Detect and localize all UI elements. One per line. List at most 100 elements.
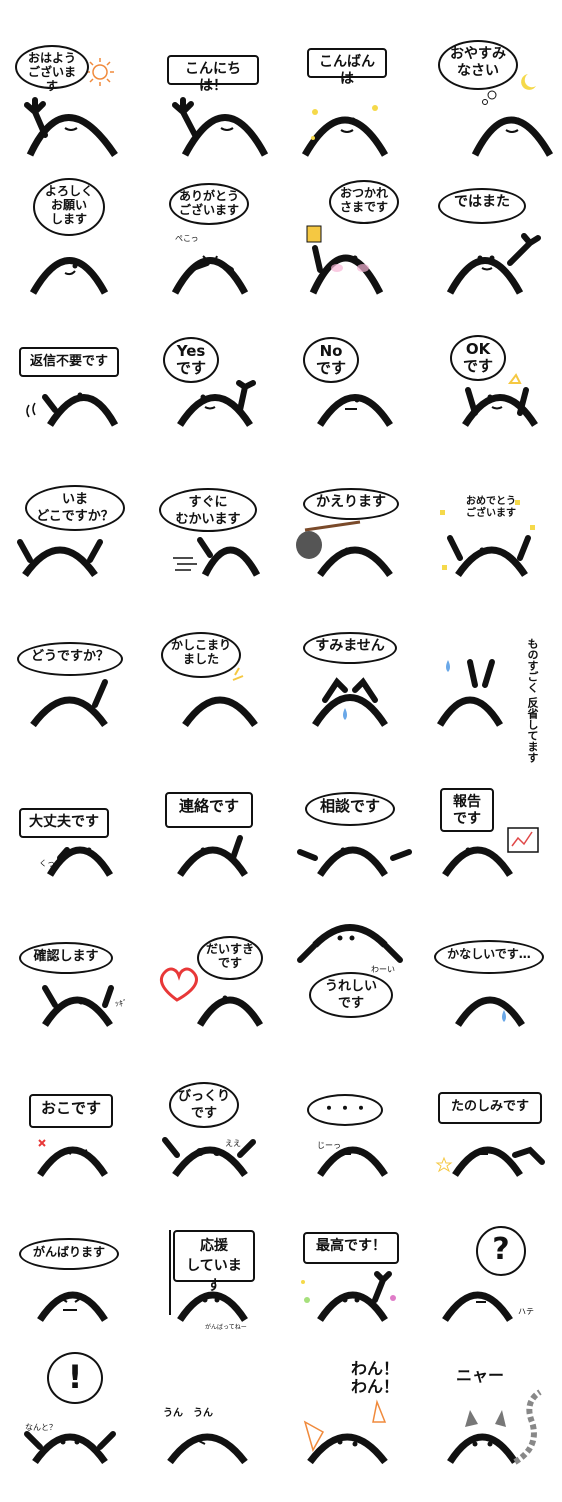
- speech-bubble: 大丈夫です: [19, 808, 109, 838]
- speech-bubble: たのしみです: [438, 1092, 542, 1124]
- cat-ear-icon: [495, 1410, 506, 1427]
- speech-text: わん！ わん！: [350, 1359, 399, 1396]
- character-figure: [171, 255, 249, 295]
- sticker-no-reply[interactable]: 返信不要です: [5, 325, 145, 475]
- sticker-looking-forward[interactable]: たのしみです: [420, 1070, 560, 1220]
- sticker-sorry[interactable]: すみません: [285, 620, 425, 770]
- sound-effect: なんと？: [25, 1423, 57, 1432]
- sticker-confirm[interactable]: 確認します ｯｷﾞ: [5, 920, 145, 1070]
- sticker-cheering[interactable]: 応援 しています がんばってねー: [145, 1210, 285, 1360]
- heart-icon: [160, 967, 198, 1002]
- character-figure: [173, 537, 261, 577]
- speech-bubble: おやすみ なさい: [438, 40, 518, 90]
- sticker-going-home[interactable]: かえります: [285, 470, 425, 620]
- sticker-good-morning[interactable]: おはよう ございます: [5, 40, 145, 190]
- sound-effect: わーい: [371, 965, 395, 974]
- sticker-hello[interactable]: こんにちは！: [145, 40, 285, 190]
- speech-bubble: No です: [303, 337, 359, 383]
- sticker-exclamation[interactable]: ! なんと？: [5, 1352, 145, 1502]
- character-figure: [455, 996, 525, 1027]
- character-figure: [37, 1291, 108, 1322]
- character-figure: [29, 257, 109, 295]
- character-figure: [162, 1137, 256, 1178]
- character-figure: [24, 58, 118, 157]
- character-figure: [24, 1431, 116, 1465]
- sticker-deeply-sorry[interactable]: ものすごく 反省してます: [420, 620, 560, 770]
- character-figure: [462, 373, 538, 427]
- speech-bubble: よろしく お願い します: [33, 178, 105, 236]
- speech-bubble: OK です: [450, 335, 506, 381]
- sun-icon: [86, 58, 114, 86]
- sticker-good-night[interactable]: おやすみ なさい: [420, 40, 560, 190]
- sticker-regards[interactable]: よろしく お願い します: [5, 178, 145, 328]
- sticker-where-are-you[interactable]: いま どこですか？: [5, 470, 145, 620]
- sticker-love[interactable]: だいすき です: [145, 920, 285, 1070]
- sticker-see-you[interactable]: ではまた: [420, 178, 560, 328]
- sticker-angry[interactable]: おこです: [5, 1070, 145, 1220]
- sticker-question[interactable]: ? ハテ: [420, 1210, 560, 1360]
- speech-bubble: 確認します: [19, 942, 113, 974]
- sticker-how-is-it[interactable]: どうですか？: [5, 620, 145, 770]
- character-figure: [172, 97, 269, 157]
- character-figure: [297, 846, 412, 877]
- sticker-consult[interactable]: 相談です: [285, 770, 425, 920]
- beer-mug-icon: [306, 225, 322, 243]
- speech-bubble: こんにちは！: [167, 55, 259, 94]
- sound-effect: くっ: [39, 859, 55, 868]
- speech-text: ものすごく 反省してます: [526, 638, 539, 763]
- sticker-thank-you[interactable]: ありがとう ございます ぺこっ: [145, 178, 285, 328]
- character-figure: [177, 380, 256, 427]
- speech-bubble: !: [47, 1352, 103, 1404]
- character-figure: [317, 394, 393, 427]
- character-figure: [447, 1389, 542, 1465]
- star-icon: [435, 1156, 453, 1173]
- dog-ear-icon: [372, 1399, 387, 1423]
- speech-text: おめでとう ございます: [466, 496, 516, 519]
- sticker-ok[interactable]: OK です: [420, 325, 560, 475]
- sticker-sad[interactable]: かなしいです…: [420, 920, 560, 1070]
- sticker-yes[interactable]: Yes です: [145, 325, 285, 475]
- character-figure: [177, 835, 248, 877]
- sticker-happy[interactable]: うれしい です わーい: [285, 920, 425, 1070]
- speech-bubble: ・・・: [307, 1094, 383, 1126]
- speech-bubble: おこです: [29, 1094, 113, 1128]
- sticker-surprised[interactable]: びっくり です ええ: [145, 1070, 285, 1220]
- sticker-do-my-best[interactable]: がんばります: [5, 1210, 145, 1360]
- character-figure: [167, 1433, 248, 1465]
- speech-bubble: 連絡です: [165, 792, 253, 828]
- sticker-woof[interactable]: わん！ わん！: [285, 1352, 425, 1502]
- sticker-nodding[interactable]: うん うん: [145, 1352, 285, 1502]
- dog-ear-icon: [303, 1420, 325, 1452]
- sticker-congratulations[interactable]: おめでとう ございます: [420, 470, 560, 620]
- character-figure: [442, 1291, 513, 1322]
- sparkle-icon: [311, 105, 378, 140]
- speech-bubble: がんばります: [19, 1238, 119, 1270]
- sticker-the-best[interactable]: 最高です！: [285, 1210, 425, 1360]
- sticker-report[interactable]: 報告 です: [420, 770, 560, 920]
- speech-bubble: こんばんは: [307, 48, 387, 87]
- anger-icon: [38, 1139, 46, 1147]
- speech-text: うん うん: [163, 1408, 213, 1419]
- sticker-meow[interactable]: ニャー: [420, 1352, 560, 1502]
- speech-bubble: おつかれ さまです: [329, 180, 399, 224]
- speech-bubble: 最高です！: [303, 1232, 399, 1264]
- character-figure: [296, 520, 393, 578]
- sticker-alright[interactable]: 大丈夫です くっ: [5, 770, 145, 920]
- character-figure: [30, 679, 108, 728]
- sticker-no[interactable]: No です: [285, 325, 425, 475]
- sound-effect: ハテ: [518, 1307, 534, 1316]
- sticker-ellipsis[interactable]: ・・・ じーっ: [285, 1070, 425, 1220]
- speech-bubble: びっくり です: [169, 1082, 239, 1128]
- sticker-understood[interactable]: かしこまり ました: [145, 620, 285, 770]
- sparkle-icon: [301, 1280, 396, 1303]
- cat-ear-icon: [465, 1410, 478, 1427]
- speech-bubble: 報告 です: [440, 788, 494, 832]
- sticker-good-evening[interactable]: こんばんは: [285, 40, 425, 190]
- ok-hand-icon: [508, 373, 522, 384]
- sticker-on-my-way[interactable]: すぐに むかいます: [145, 470, 285, 620]
- character-figure: [435, 1146, 545, 1177]
- character-figure: [446, 233, 541, 295]
- sticker-good-work[interactable]: おつかれ さまです: [285, 178, 425, 328]
- sticker-contact[interactable]: 連絡です: [145, 770, 285, 920]
